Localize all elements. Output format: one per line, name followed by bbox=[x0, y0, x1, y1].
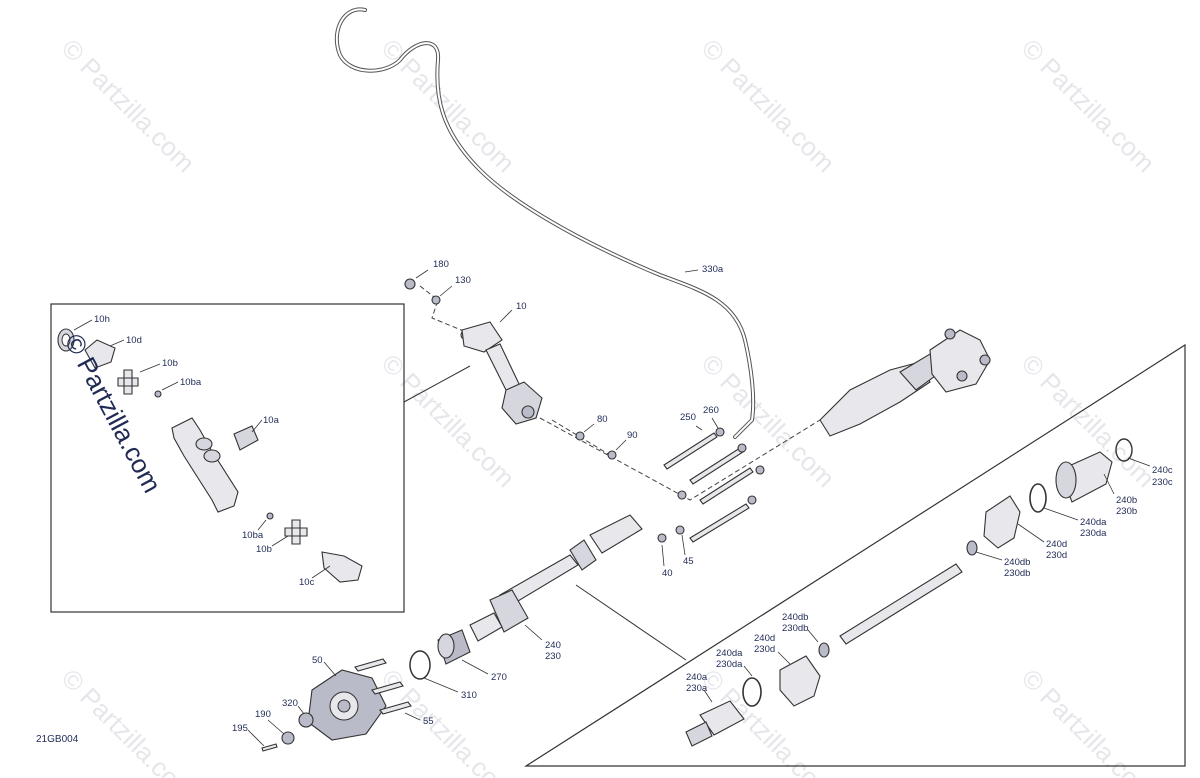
washer-45 bbox=[675, 525, 685, 535]
callout-310: 310 bbox=[461, 690, 477, 701]
shaft-10a bbox=[171, 417, 239, 513]
callout-55: 55 bbox=[423, 716, 434, 727]
callout-230da: 230da bbox=[1080, 528, 1107, 539]
axle-shaft bbox=[839, 563, 963, 645]
callout-260: 260 bbox=[703, 405, 719, 416]
callout-195: 195 bbox=[232, 723, 248, 734]
watermark: © Partzilla.com bbox=[1016, 33, 1161, 178]
callout-230c: 230c bbox=[1152, 477, 1173, 488]
callout-10b-lower: 10b bbox=[256, 544, 272, 555]
callout-240d-left: 240d bbox=[754, 633, 775, 644]
callout-320: 320 bbox=[282, 698, 298, 709]
callout-230db: 230db bbox=[1004, 568, 1030, 579]
callout-10ba: 10ba bbox=[180, 377, 202, 388]
cv-shaft-exploded-inset bbox=[685, 438, 1133, 747]
callout-10a: 10a bbox=[263, 415, 280, 426]
callout-240db: 240db bbox=[1004, 557, 1030, 568]
callout-230d-left: 230d bbox=[754, 644, 775, 655]
callout-230: 230 bbox=[545, 651, 561, 662]
clamp-240da-left bbox=[742, 677, 762, 707]
washer-90 bbox=[607, 450, 617, 460]
drive-shaft-240 bbox=[409, 514, 643, 680]
callout-240b: 240b bbox=[1116, 495, 1137, 506]
callout-240c: 240c bbox=[1152, 465, 1173, 476]
callout-40: 40 bbox=[662, 568, 673, 579]
callout-90: 90 bbox=[627, 430, 638, 441]
callout-240a: 240a bbox=[686, 672, 708, 683]
watermark: © Partzilla.com bbox=[56, 663, 201, 778]
callout-80: 80 bbox=[597, 414, 608, 425]
vent-hose-330a bbox=[334, 7, 756, 439]
callout-240da-left: 240da bbox=[716, 648, 743, 659]
prop-shaft-10 bbox=[404, 278, 821, 501]
callout-230da-left: 230da bbox=[716, 659, 743, 670]
watermark-layer: © Partzilla.com © Partzilla.com © Partzi… bbox=[56, 33, 1161, 778]
callout-240db-left: 240db bbox=[782, 612, 808, 623]
callout-240da: 240da bbox=[1080, 517, 1107, 528]
circlip-240c bbox=[1115, 438, 1133, 462]
yoke-10d bbox=[84, 339, 116, 369]
watermark: © Partzilla.com bbox=[56, 33, 201, 178]
leader-lines bbox=[73, 269, 1151, 747]
callout-45: 45 bbox=[683, 556, 694, 567]
callout-230b: 230b bbox=[1116, 506, 1137, 517]
nut-320 bbox=[298, 712, 314, 728]
callout-230d: 230d bbox=[1046, 550, 1067, 561]
callout-10h: 10h bbox=[94, 314, 110, 325]
callout-10ba-lower: 10ba bbox=[242, 530, 264, 541]
inner-cv-240a bbox=[699, 700, 745, 736]
boot-240d bbox=[983, 495, 1021, 549]
nut-130 bbox=[431, 295, 441, 305]
watermark: © Partzilla.com bbox=[376, 33, 521, 178]
prop-shaft-exploded-inset bbox=[57, 328, 363, 583]
clamp-240da bbox=[1029, 483, 1047, 513]
nut-80 bbox=[575, 431, 585, 441]
callout-labels: 330a 180 130 10 80 90 250 260 40 45 240 … bbox=[94, 259, 1173, 734]
differential-assembly bbox=[819, 328, 991, 437]
callout-230db-left: 230db bbox=[782, 623, 808, 634]
nut-40 bbox=[657, 533, 667, 543]
bolts-group bbox=[657, 427, 765, 543]
callout-250: 250 bbox=[680, 412, 696, 423]
callout-10b: 10b bbox=[162, 358, 178, 369]
bearing-cap-10ba bbox=[154, 390, 162, 398]
callout-10d: 10d bbox=[126, 335, 142, 346]
washer-180 bbox=[404, 278, 416, 290]
circlip-310 bbox=[409, 650, 431, 680]
callout-230a: 230a bbox=[686, 683, 708, 694]
callout-10: 10 bbox=[516, 301, 527, 312]
watermark: © Partzilla.com bbox=[1016, 663, 1161, 778]
callout-50: 50 bbox=[312, 655, 323, 666]
callout-180: 180 bbox=[433, 259, 449, 270]
prop-shaft-detail-frame bbox=[50, 303, 405, 613]
nut-190 bbox=[281, 731, 295, 745]
callout-270: 270 bbox=[491, 672, 507, 683]
watermark: © Partzilla.com bbox=[696, 33, 841, 178]
callout-240d: 240d bbox=[1046, 539, 1067, 550]
pin-195 bbox=[261, 743, 278, 752]
diagram-code: 21GB004 bbox=[36, 734, 79, 745]
clamp-240db bbox=[966, 540, 978, 556]
cross-10b-top bbox=[117, 369, 139, 395]
yoke-10c bbox=[321, 551, 363, 583]
callout-240: 240 bbox=[545, 640, 561, 651]
cv-shaft-detail-frame bbox=[523, 343, 1186, 767]
callout-190: 190 bbox=[255, 709, 271, 720]
callout-130: 130 bbox=[455, 275, 471, 286]
callout-330a: 330a bbox=[702, 264, 724, 275]
cross-10b-bottom bbox=[284, 519, 308, 545]
wheel-hub-50 bbox=[261, 658, 412, 752]
callout-10c: 10c bbox=[299, 577, 315, 588]
